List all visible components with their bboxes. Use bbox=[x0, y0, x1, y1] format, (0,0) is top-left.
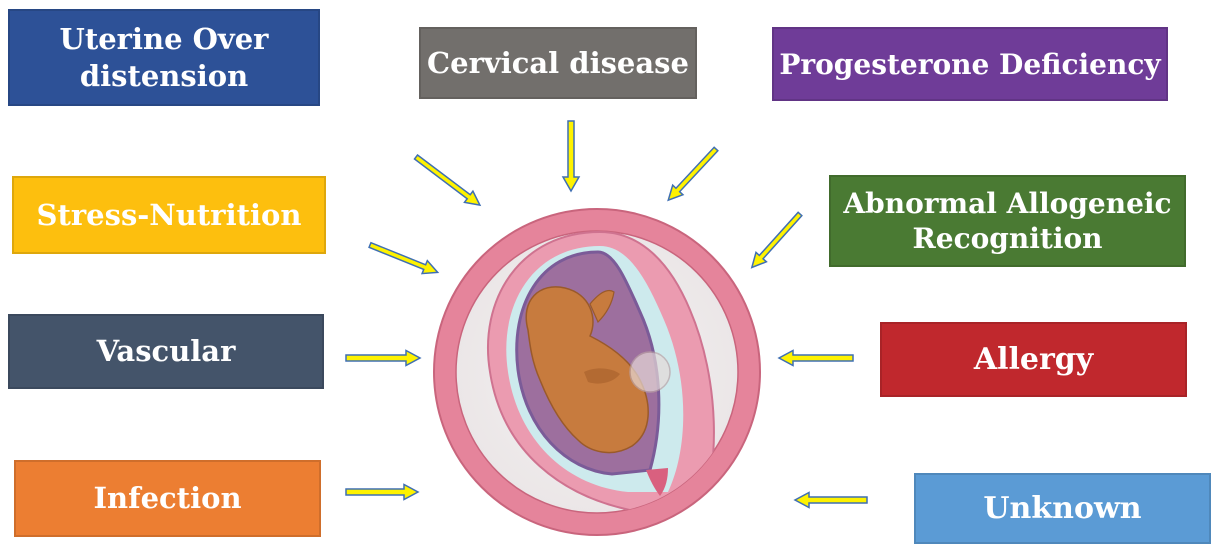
arrow-stress bbox=[367, 239, 440, 279]
arrow-allogeneic bbox=[747, 209, 806, 272]
arrow-cervical bbox=[563, 121, 579, 191]
arrow-progesterone bbox=[663, 144, 721, 205]
arrow-infection bbox=[346, 485, 418, 500]
arrow-uterine bbox=[412, 151, 484, 210]
arrow-allergy bbox=[779, 351, 853, 366]
uterus-illustration bbox=[434, 209, 760, 535]
arrow-unknown bbox=[795, 493, 867, 508]
arrow-vascular bbox=[346, 351, 420, 366]
